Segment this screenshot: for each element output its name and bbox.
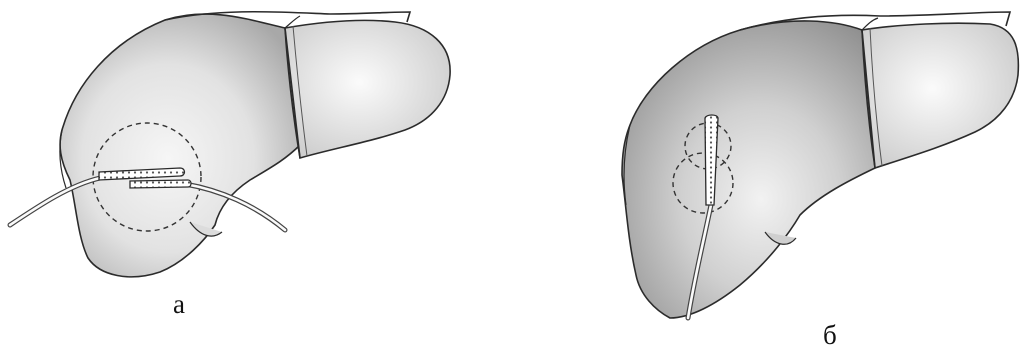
liver-left-lobe-b bbox=[862, 23, 1018, 168]
panel-label-b: б bbox=[823, 322, 837, 349]
panel-a-liver bbox=[10, 12, 450, 277]
perforated-segment-2-a bbox=[130, 180, 191, 188]
panel-b-liver bbox=[622, 12, 1018, 318]
panel-label-a: а bbox=[173, 291, 185, 318]
liver-left-lobe-a bbox=[285, 20, 450, 158]
liver-right-lobe-b bbox=[622, 21, 875, 318]
liver-right-lobe-a bbox=[60, 14, 300, 277]
